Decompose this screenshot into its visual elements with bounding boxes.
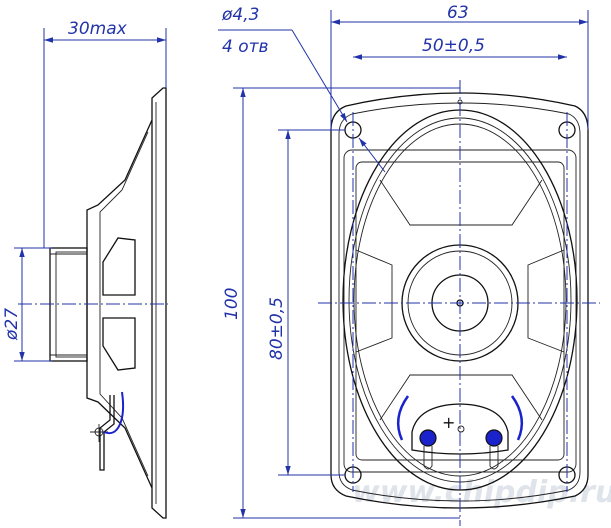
front-spoke-right <box>527 249 565 353</box>
side-lead-wire <box>103 391 124 435</box>
terminal-plus-mark: + <box>442 413 455 432</box>
front-frame-inner <box>338 102 581 502</box>
front-view: + <box>318 80 600 526</box>
terminal-right <box>485 429 503 447</box>
front-spoke-lower <box>379 374 543 421</box>
dim-hole-diameter-leader <box>291 29 348 123</box>
dim-hole-height: 80±0,5 <box>267 129 345 476</box>
dim-height-label: 100 <box>222 288 242 320</box>
side-window-lower <box>102 317 136 371</box>
front-spoke-left <box>355 249 393 353</box>
dim-hole-diameter-leader-ext <box>358 137 386 173</box>
dim-hole-diameter-label: ø4,3 <box>221 5 259 25</box>
side-basket-inner <box>99 131 149 477</box>
dim-width-label: 63 <box>447 3 469 23</box>
dim-depth: 30max <box>43 19 167 248</box>
terminal-arc-left <box>396 395 410 441</box>
terminal-lug-left <box>423 446 433 470</box>
terminal-left <box>419 429 437 447</box>
terminal-rivet <box>457 425 465 433</box>
side-window-upper <box>102 237 136 296</box>
dim-magnet-label: ø27 <box>2 308 22 341</box>
dim-depth-label: 30max <box>68 19 128 39</box>
terminal-lug-right <box>489 446 499 470</box>
dim-hole-diameter: ø4,3 4 отв <box>218 5 386 173</box>
terminal-board <box>411 403 509 455</box>
dim-hole-width-label: 50±0,5 <box>422 36 485 56</box>
dim-height: 100 <box>222 87 460 519</box>
dim-hole-count-label: 4 отв <box>222 37 269 57</box>
front-frame-outer <box>330 92 589 509</box>
side-terminal <box>99 395 115 471</box>
dim-magnet: ø27 <box>2 247 52 362</box>
front-spoke-upper <box>379 179 543 226</box>
dim-width: 63 <box>330 3 589 130</box>
dim-hole-height-label: 80±0,5 <box>267 297 287 360</box>
terminal-arc-right <box>510 395 524 441</box>
side-frame-flange <box>151 87 167 519</box>
dim-hole-width: 50±0,5 <box>353 36 567 60</box>
side-view <box>18 87 168 519</box>
